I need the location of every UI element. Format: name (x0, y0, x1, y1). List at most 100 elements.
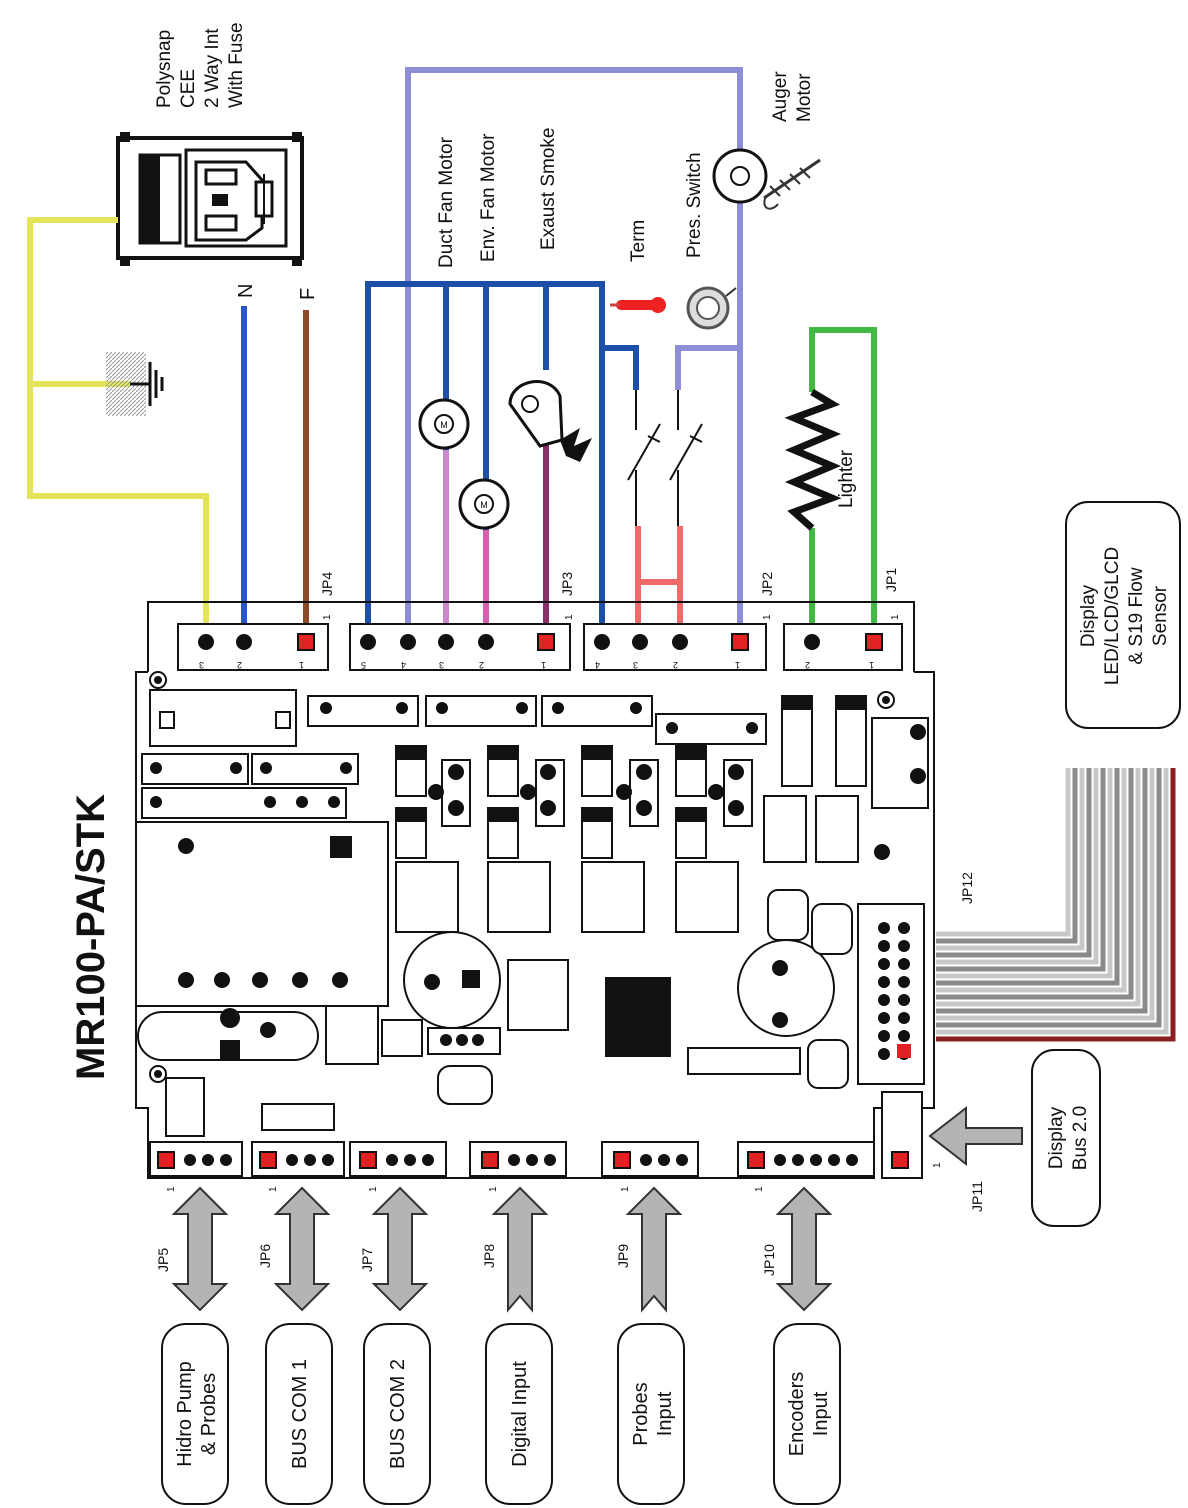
env-fan-label: Env. Fan Motor (478, 133, 499, 262)
display-bus-line1: Display (1046, 1106, 1067, 1169)
jp12-ribbon-cable (936, 768, 1176, 1042)
jp3-label: JP3 (559, 572, 575, 596)
pres-switch-contact (669, 390, 703, 526)
duct-fan-motor-icon: M (418, 398, 470, 450)
jp7-pin1-mark: 1 (368, 1186, 379, 1192)
display-main-line2: LED/LCD/GLCD (1102, 547, 1123, 685)
encoders-input-line2: Input (810, 1391, 832, 1436)
exhaust-smoke-icon (508, 380, 592, 462)
phase-label: F (297, 288, 319, 300)
jp4-pin: 1 (299, 660, 304, 670)
term-label: Term (628, 220, 649, 262)
header-pin (878, 994, 890, 1006)
ribbon-strand (936, 768, 1106, 972)
ribbon-strand (936, 768, 1162, 1028)
pres-switch-label: Pres. Switch (684, 152, 705, 258)
neutral-label: N (235, 284, 257, 298)
thermostat-icon (610, 297, 666, 313)
header-pin (898, 1012, 910, 1024)
jp3-pin: 4 (401, 660, 406, 670)
jp10-label: JP10 (761, 1244, 777, 1276)
jp2-pin1-mark: 1 (762, 614, 773, 620)
encoders-input-box (773, 1323, 841, 1505)
jp1-pin: 2 (805, 660, 810, 670)
input-arrow (491, 1186, 549, 1313)
ribbon-strand (936, 768, 1078, 944)
header-pin (898, 958, 910, 970)
inlet-label-2: CEE (178, 69, 199, 108)
common-wire (365, 281, 639, 640)
term-switch (627, 390, 661, 526)
ribbon-strand (936, 768, 1169, 1035)
header-pin (878, 976, 890, 988)
ribbon-strand (936, 768, 1141, 1007)
jp3-pin1-mark: 1 (564, 614, 575, 620)
display-main-line4: Sensor (1150, 585, 1171, 646)
header-pin (878, 1012, 890, 1024)
jp10-pin1-mark: 1 (754, 1186, 765, 1192)
board-title: MR100-PA/STK (69, 794, 113, 1080)
lighter-wire-2 (809, 327, 877, 640)
ribbon-strand (936, 768, 1134, 1000)
jp1-pin1-mark: 1 (890, 614, 901, 620)
ribbon-strand (936, 768, 1071, 937)
jp4-label: JP4 (319, 572, 335, 596)
auger-label-1: Auger (770, 71, 791, 122)
probes-input-line1: Probes (630, 1382, 652, 1445)
header-pin (898, 922, 910, 934)
ribbon-strand (936, 768, 1176, 1042)
auger-wire (405, 67, 743, 640)
switch-link-wire (635, 526, 683, 640)
bus-com1-label: BUS COM 1 (289, 1359, 311, 1469)
ribbon-strand (936, 768, 1099, 965)
ribbon-strand (936, 768, 1155, 1021)
jp12-header-pins (878, 922, 911, 1060)
hidro-pump-line2: & Probes (198, 1373, 220, 1455)
jp8-pin1-mark: 1 (488, 1186, 499, 1192)
svg-text:M: M (480, 500, 488, 510)
jp5-label: JP5 (155, 1248, 171, 1272)
display-bus-line2: Bus 2.0 (1070, 1106, 1091, 1170)
jp8-label: JP8 (481, 1244, 497, 1268)
terminal-jp4 (177, 623, 329, 671)
jp11-label: JP11 (969, 1181, 985, 1212)
terminal-jp3 (349, 623, 571, 671)
bus-com2-label: BUS COM 2 (387, 1359, 409, 1469)
digital-input-box (485, 1323, 553, 1505)
jp3-pin: 5 (361, 660, 366, 670)
probes-input-line2: Input (654, 1391, 676, 1436)
double-arrow (273, 1186, 331, 1312)
jp2-pin: 3 (633, 660, 638, 670)
jp3-pin: 3 (439, 660, 444, 670)
double-arrow (371, 1186, 429, 1312)
double-arrow (171, 1186, 229, 1312)
jp4-pin: 3 (199, 660, 204, 670)
header-pin (898, 1030, 910, 1042)
double-arrow (775, 1186, 833, 1312)
header-pin (878, 958, 890, 970)
header-pin-1 (897, 1044, 911, 1058)
jp2-label: JP2 (759, 572, 775, 596)
bottom-arrows (171, 1186, 833, 1313)
inlet-label-3: 2 Way Int (202, 28, 223, 108)
hidro-pump-line1: Hidro Pump (174, 1361, 196, 1467)
jp2-pin: 1 (735, 660, 740, 670)
exhaust-smoke-label: Exaust Smoke (538, 128, 559, 251)
jp5-pin1-mark: 1 (166, 1186, 177, 1192)
inlet-label-1: Polysnap (154, 30, 175, 108)
jp12-label: JP12 (959, 872, 975, 904)
jp4-pin: 2 (237, 660, 242, 670)
pres-switch-wire (675, 345, 740, 390)
inlet-label-4: With Fuse (226, 22, 247, 108)
jp1-label: JP1 (883, 568, 899, 592)
header-pin (878, 1030, 890, 1042)
hidro-pump-box (161, 1323, 229, 1505)
board-components (135, 671, 929, 1179)
terminal-jp1 (783, 623, 903, 671)
duct-fan-label: Duct Fan Motor (436, 136, 457, 268)
header-pin (898, 994, 910, 1006)
ribbon-strand (936, 768, 1127, 993)
header-pin (878, 1048, 890, 1060)
ribbon-strand (936, 768, 1120, 986)
